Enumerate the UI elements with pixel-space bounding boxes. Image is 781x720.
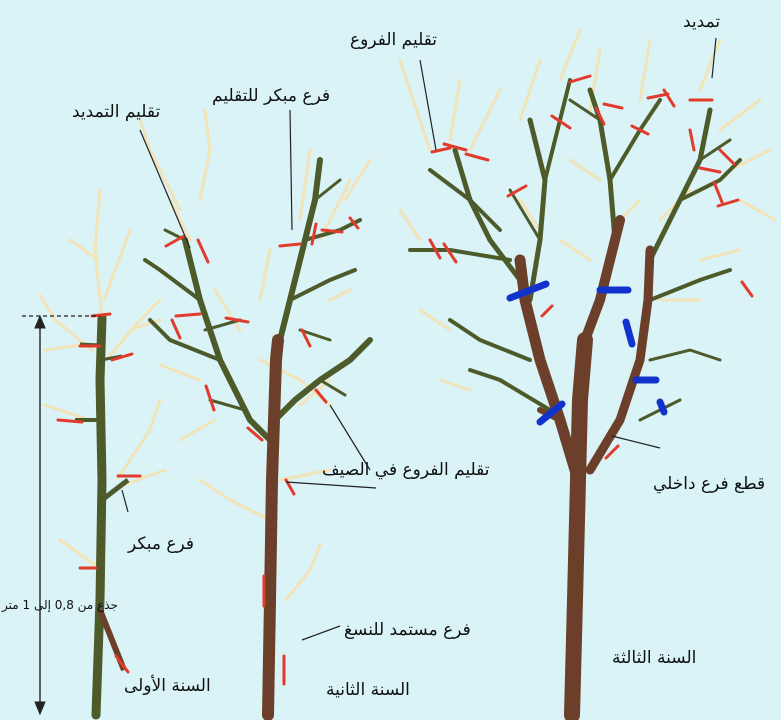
label-summer-branch-pruning: تقليم الفروع في الصيف bbox=[322, 460, 490, 480]
label-year-three: السنة الثالثة bbox=[612, 648, 696, 668]
trunk-height-dimension bbox=[22, 316, 100, 714]
tree-year-three bbox=[400, 30, 775, 715]
tree-year-one bbox=[40, 190, 165, 715]
label-year-two: السنة الثانية bbox=[326, 680, 410, 700]
label-early-branch-for-pruning: فرع مبكر للتقليم bbox=[212, 86, 330, 106]
label-year-one: السنة الأولى bbox=[124, 676, 211, 696]
label-permanent-branch: فرع مستمد للنسغ bbox=[344, 620, 471, 640]
label-branch-pruning: تقليم الفروع bbox=[350, 30, 437, 50]
label-early-branch: فرع مبكر bbox=[128, 534, 194, 554]
label-extension-pruning: تقليم التمديد bbox=[72, 102, 160, 122]
label-inner-branch-cut: قطع فرع داخلي bbox=[653, 474, 765, 494]
label-trunk-height: جذع من 0,8 إلى 1 متر bbox=[2, 598, 118, 612]
label-extension: تمديد bbox=[683, 12, 720, 32]
